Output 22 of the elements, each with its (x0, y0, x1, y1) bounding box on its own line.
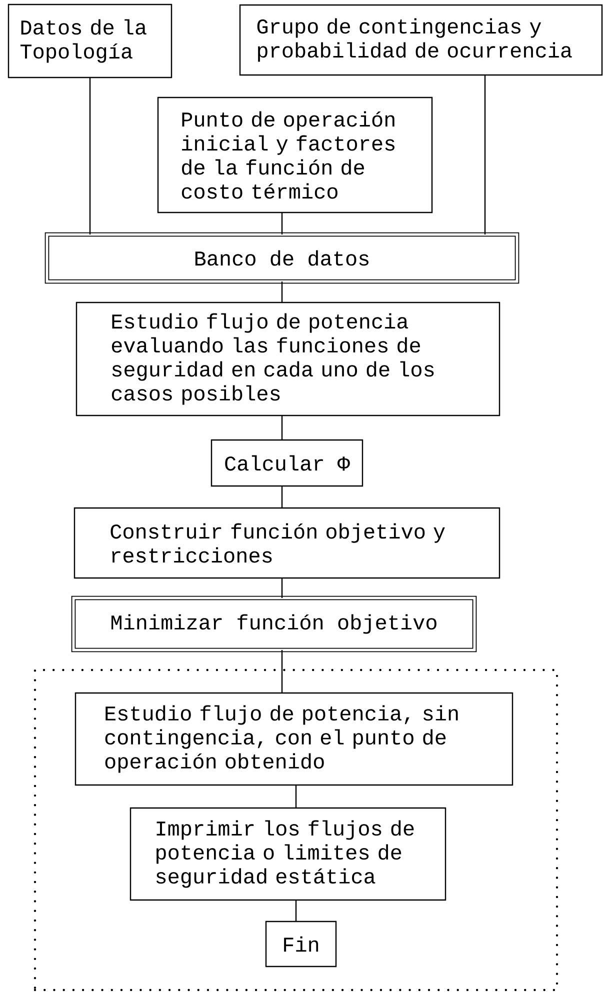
process-box: Grupo de contingencias y probabilidad de ocurrencia (239, 4, 603, 76)
connector-line (281, 578, 283, 598)
process-box: Construir función objetivo y restricciones (74, 507, 500, 579)
connector-line (295, 785, 297, 808)
process-box: Banco de datos (44, 232, 520, 284)
connector-line (295, 900, 297, 922)
connector-line (281, 650, 283, 693)
process-box: Fin (265, 920, 337, 968)
process-box: Punto de operación inicial y factores de la función de costo térmico (157, 96, 433, 214)
process-box: Imprimir los flujos de potencia o limites de seguridad estática (130, 807, 446, 901)
connector-line (281, 486, 283, 508)
process-box: Estudio flujo de potencia, sin contingencia, con el punto de operación obtenido (74, 692, 514, 786)
process-box: Calcular Φ (210, 439, 364, 487)
connector-line (484, 75, 486, 234)
connector-line (89, 78, 91, 234)
process-box: Minimizar función objetivo (71, 596, 477, 652)
connector-line (281, 212, 283, 234)
process-box: Datos de la Topología (8, 4, 172, 78)
dotted-frame (34, 668, 558, 992)
process-box: Estudio flujo de potencia evaluando las funciones de seguridad en cada uno de los casos posibles (76, 302, 500, 416)
connector-line (281, 416, 283, 440)
connector-line (281, 282, 283, 302)
